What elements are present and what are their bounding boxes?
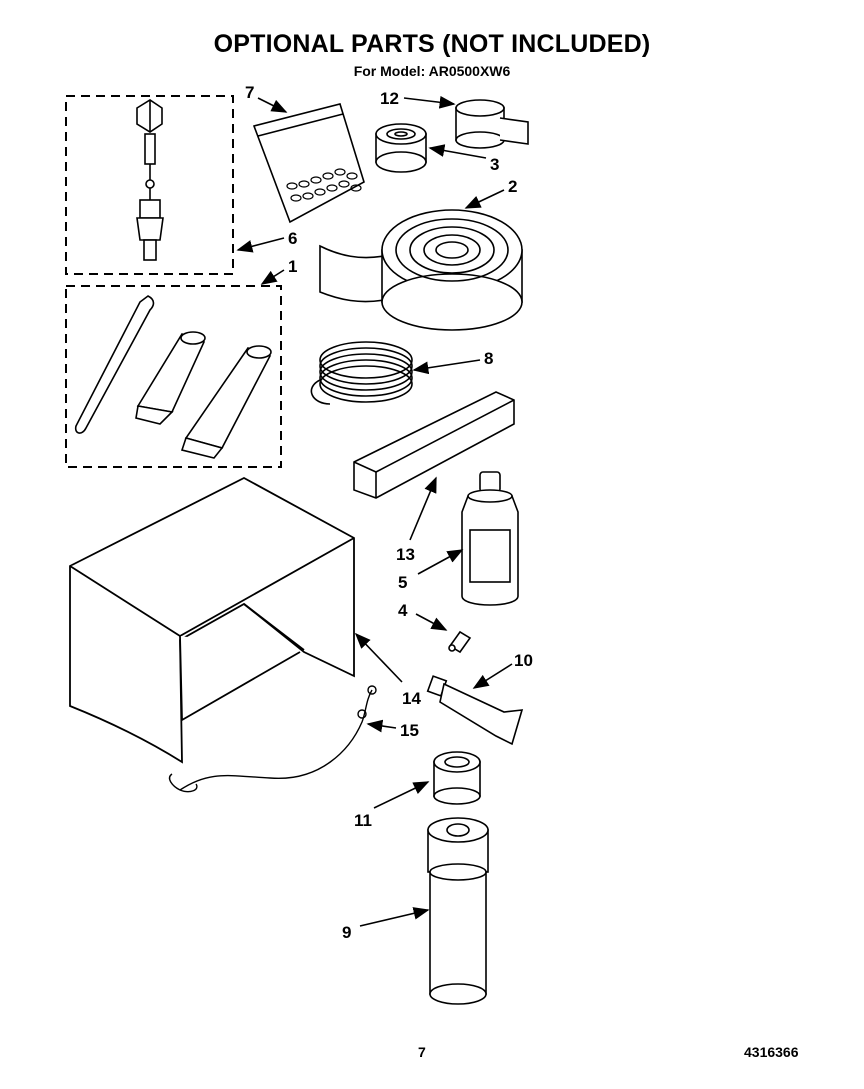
callout-14: 14: [402, 689, 421, 708]
leader-lines: [236, 95, 513, 927]
spray-can-part: [427, 817, 489, 1005]
small-cylinder-part: [433, 751, 481, 805]
cover-part: [69, 476, 355, 764]
lubricant-kit-part: [74, 295, 272, 459]
callout-2: 2: [508, 177, 517, 196]
model-subtitle: For Model: AR0500XW6: [353, 63, 511, 79]
callout-1: 1: [288, 257, 297, 276]
callout-11: 11: [354, 811, 372, 830]
foam-block-part: [353, 391, 515, 499]
callout-8: 8: [484, 349, 493, 368]
callout-15: 15: [400, 721, 419, 740]
callout-4: 4: [398, 601, 408, 620]
parts-bag: [252, 103, 365, 224]
callout-3: 3: [490, 155, 499, 174]
callout-13: 13: [396, 545, 415, 564]
callout-10: 10: [514, 651, 533, 670]
callout-9: 9: [342, 923, 351, 942]
sealant-tube-part: [426, 675, 524, 746]
group-box-part-1: [65, 285, 282, 468]
small-roll-part: [375, 123, 427, 173]
tape-roll-part: [455, 99, 529, 149]
small-cap-part: [448, 630, 472, 654]
callout-12: 12: [380, 89, 399, 108]
valve-fitting-part: [136, 99, 164, 261]
cleaner-bottle-part: [461, 471, 519, 606]
wire-coil-part: [310, 341, 413, 405]
callout-5: 5: [398, 573, 407, 592]
page-title: OPTIONAL PARTS (NOT INCLUDED): [213, 30, 651, 58]
foam-tape-part: [319, 209, 523, 331]
drawstring-cord-part: [168, 685, 377, 793]
callout-6: 6: [288, 229, 297, 248]
group-box-part-6: [65, 95, 234, 275]
document-number: 4316366: [744, 1044, 799, 1060]
page-number: 7: [418, 1044, 426, 1060]
callout-7: 7: [245, 83, 254, 102]
